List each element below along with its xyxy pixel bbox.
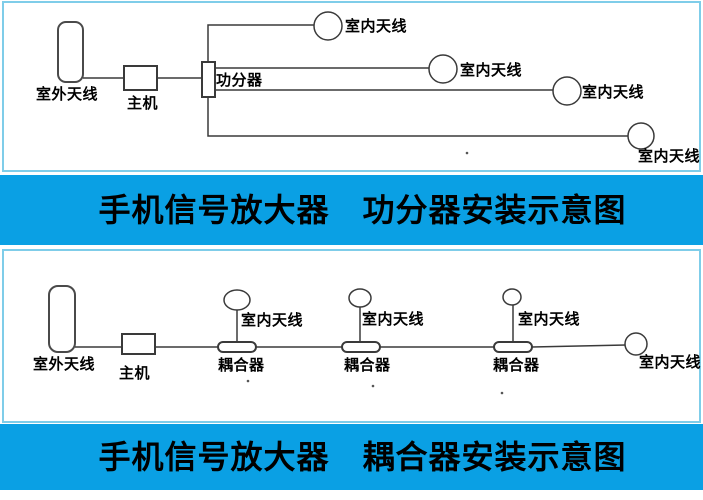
coupler-box xyxy=(341,341,381,353)
indoor-antenna-label: 室内天线 xyxy=(582,84,645,101)
coupler-banner: 手机信号放大器 耦合器安装示意图 xyxy=(0,424,703,490)
indoor-antenna-circle xyxy=(552,76,582,106)
outdoor-antenna-label: 室外天线 xyxy=(33,356,96,373)
coupler-box xyxy=(493,341,533,353)
host-box xyxy=(121,333,156,355)
speck-dot xyxy=(500,391,504,395)
coupler-label: 耦合器 xyxy=(493,357,540,374)
splitter-panel-frame xyxy=(2,1,701,172)
splitter-label: 功分器 xyxy=(216,72,263,89)
speck-dot xyxy=(371,384,375,388)
coupler-label: 耦合器 xyxy=(344,357,391,374)
indoor-antenna-label: 室内天线 xyxy=(638,148,701,165)
host-box xyxy=(123,65,158,91)
indoor-antenna-label: 室内天线 xyxy=(345,18,408,35)
host-label: 主机 xyxy=(119,365,151,382)
indoor-antenna-circle xyxy=(428,54,458,84)
indoor-antenna-label: 室内天线 xyxy=(518,311,581,328)
indoor-antenna-circle xyxy=(348,288,372,308)
splitter-box xyxy=(201,61,216,98)
indoor-antenna-label: 室内天线 xyxy=(639,354,702,371)
indoor-antenna-circle xyxy=(223,289,251,311)
outdoor-antenna-label: 室外天线 xyxy=(36,86,99,103)
cable-line xyxy=(207,24,314,62)
coupler-panel-frame xyxy=(2,249,701,423)
coupler-box xyxy=(217,341,257,353)
speck-dot xyxy=(465,151,469,155)
indoor-antenna-label: 室内天线 xyxy=(241,312,304,329)
splitter-banner-title: 手机信号放大器 功分器安装示意图 xyxy=(98,192,627,228)
indoor-antenna-circle xyxy=(313,11,343,41)
outdoor-antenna-shape xyxy=(57,21,84,83)
cable-line xyxy=(207,97,628,137)
indoor-antenna-circle xyxy=(502,288,522,306)
indoor-antenna-label: 室内天线 xyxy=(460,62,523,79)
indoor-antenna-circle xyxy=(627,122,655,150)
coupler-banner-title: 手机信号放大器 耦合器安装示意图 xyxy=(98,439,627,475)
indoor-antenna-circle xyxy=(624,332,648,356)
host-label: 主机 xyxy=(127,95,159,112)
cable-line xyxy=(531,344,627,348)
coupler-label: 耦合器 xyxy=(218,357,265,374)
speck-dot xyxy=(246,379,250,383)
indoor-antenna-label: 室内天线 xyxy=(362,311,425,328)
splitter-banner: 手机信号放大器 功分器安装示意图 xyxy=(0,175,703,245)
outdoor-antenna-shape xyxy=(48,285,76,353)
